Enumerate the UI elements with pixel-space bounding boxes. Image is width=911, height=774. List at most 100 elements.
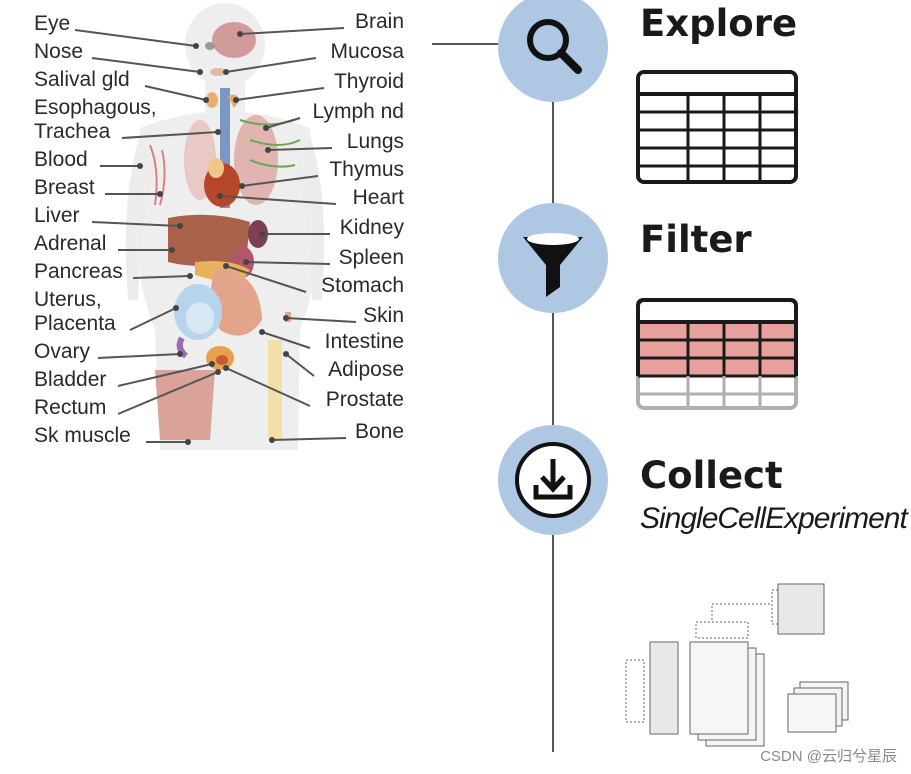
right-label: Lungs xyxy=(346,130,404,153)
leader-line xyxy=(235,87,325,101)
leader-dot xyxy=(265,147,271,153)
leader-line xyxy=(219,195,337,205)
leader-dot xyxy=(223,263,229,269)
leader-dot xyxy=(203,97,209,103)
explore-circle xyxy=(498,0,608,102)
leader-line xyxy=(117,371,219,415)
leader-line xyxy=(261,331,311,349)
left-label: Adrenal xyxy=(34,232,107,255)
right-label: Prostate xyxy=(325,388,404,411)
leader-line xyxy=(91,57,201,73)
leader-dot xyxy=(137,163,143,169)
leader-dot xyxy=(239,183,245,189)
leader-dot xyxy=(197,69,203,75)
leader-line xyxy=(121,131,219,139)
leader-dot xyxy=(283,351,289,357)
leader-dot xyxy=(243,259,249,265)
leader-line xyxy=(74,29,197,47)
leader-dot xyxy=(283,315,289,321)
leader-dot xyxy=(193,43,199,49)
step-title-explore: Explore xyxy=(640,2,798,45)
right-label: Mucosa xyxy=(330,40,404,63)
left-label: Sk muscle xyxy=(34,424,131,447)
right-leader-lines xyxy=(217,27,357,443)
leader-line xyxy=(241,175,319,187)
leader-line xyxy=(225,265,307,293)
left-label: Ovary xyxy=(34,340,91,363)
sce-schematic xyxy=(625,583,849,747)
filter-circle xyxy=(498,203,608,313)
left-label: Trachea xyxy=(34,120,111,143)
right-label: Bone xyxy=(354,420,404,443)
step-title-filter: Filter xyxy=(640,218,752,261)
leader-line xyxy=(132,275,191,279)
left-label: Eye xyxy=(34,12,71,35)
leader-line xyxy=(129,307,177,331)
step-title-collect: Collect xyxy=(640,454,783,497)
leader-line xyxy=(144,85,207,101)
leader-dot xyxy=(215,369,221,375)
left-label: Breast xyxy=(34,176,95,199)
leader-dot xyxy=(263,125,269,131)
left-label: Pancreas xyxy=(34,260,123,283)
leader-dot xyxy=(185,439,191,445)
leader-line xyxy=(97,353,181,359)
leader-dot xyxy=(173,305,179,311)
right-label: Kidney xyxy=(339,216,404,239)
leader-dot xyxy=(215,129,221,135)
leader-dot xyxy=(169,247,175,253)
leader-line xyxy=(285,317,357,323)
leader-dot xyxy=(223,69,229,75)
step-subtitle-collect: SingleCellExperiment xyxy=(640,502,908,535)
right-label: Thyroid xyxy=(333,70,404,93)
leader-line xyxy=(117,363,213,387)
right-label: Spleen xyxy=(338,246,404,269)
leader-dot xyxy=(187,273,193,279)
leader-dot xyxy=(237,31,243,37)
explore-table-icon xyxy=(636,70,798,184)
left-leader-lines xyxy=(74,29,221,445)
left-label: Liver xyxy=(34,204,80,227)
right-label: Intestine xyxy=(324,330,404,353)
leader-line xyxy=(271,437,347,441)
right-label: Heart xyxy=(352,186,404,209)
left-label: Salival gld xyxy=(34,68,130,91)
collect-circle xyxy=(498,425,608,535)
organs xyxy=(149,22,301,440)
right-label: Stomach xyxy=(321,274,404,297)
leader-dot xyxy=(233,97,239,103)
right-label: Thymus xyxy=(329,158,404,181)
leader-line xyxy=(225,57,317,73)
right-label: Adipose xyxy=(328,358,404,381)
left-label: Nose xyxy=(34,40,84,63)
leader-line xyxy=(265,117,301,129)
right-label: Lymph nd xyxy=(312,100,404,123)
funnel-icon xyxy=(523,233,583,297)
right-label: Skin xyxy=(363,304,404,327)
leader-line xyxy=(225,367,311,407)
leader-line xyxy=(91,221,181,227)
leader-dot xyxy=(269,437,275,443)
watermark: CSDN @云归兮星辰 xyxy=(760,748,897,765)
leader-dot xyxy=(259,231,265,237)
leader-dot xyxy=(259,329,265,335)
leader-line xyxy=(245,261,331,265)
leader-dot xyxy=(223,365,229,371)
leader-dot xyxy=(209,361,215,367)
left-label: Blood xyxy=(34,148,88,171)
leader-line xyxy=(267,147,333,151)
leader-line xyxy=(239,27,345,35)
leader-line xyxy=(285,353,315,377)
leader-dot xyxy=(157,191,163,197)
leader-dot xyxy=(177,351,183,357)
left-label: Esophagous, xyxy=(34,96,157,119)
right-label: Brain xyxy=(354,10,404,33)
leader-dot xyxy=(177,223,183,229)
magnifier-icon xyxy=(527,19,582,74)
left-label: Uterus, xyxy=(34,288,102,311)
filter-table-icon xyxy=(636,298,798,410)
left-label: Bladder xyxy=(34,368,107,391)
